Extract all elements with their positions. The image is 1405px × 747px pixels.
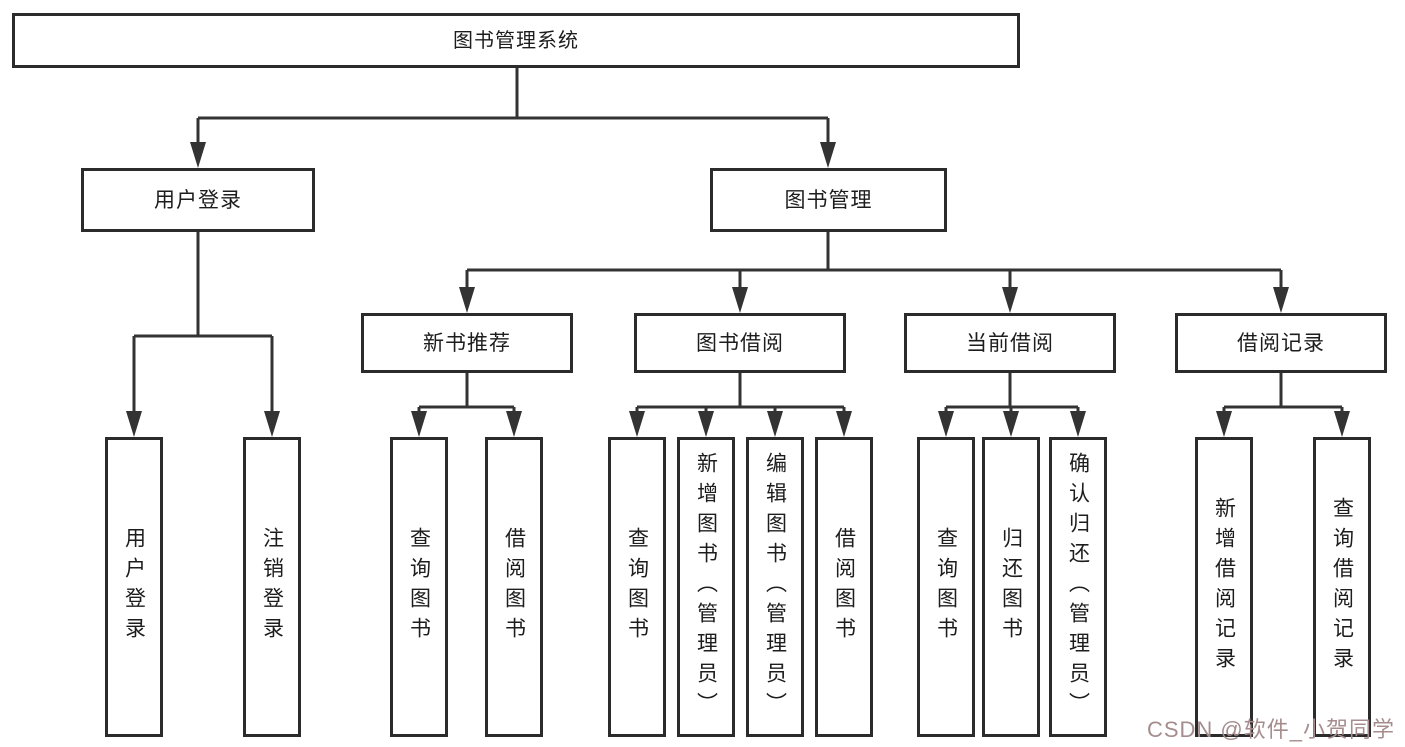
connector-root-to-level2 <box>190 68 836 168</box>
connector-book-mgmt-to-level3 <box>459 232 1289 313</box>
leaf-query-books-recommend: 查询图书 <box>390 437 448 737</box>
node-user-login: 用户登录 <box>81 168 315 232</box>
node-current-borrow: 当前借阅 <box>904 313 1116 373</box>
connector-user-login-to-leaves <box>126 232 280 437</box>
leaf-borrow-books-recommend: 借阅图书 <box>485 437 543 737</box>
leaf-borrow-books: 借阅图书 <box>815 437 873 737</box>
connector-new-book-to-leaves <box>411 373 522 437</box>
leaf-query-books-current: 查询图书 <box>917 437 975 737</box>
node-borrow-records: 借阅记录 <box>1175 313 1387 373</box>
leaf-edit-book-admin: 编辑图书（管理员） <box>746 437 804 737</box>
leaf-logout: 注销登录 <box>243 437 301 737</box>
connector-book-borrow-to-leaves <box>629 373 852 437</box>
leaf-return-book: 归还图书 <box>982 437 1040 737</box>
leaf-add-borrow-record: 新增借阅记录 <box>1195 437 1253 737</box>
node-new-book-recommend: 新书推荐 <box>361 313 573 373</box>
leaf-query-books-borrow: 查询图书 <box>608 437 666 737</box>
leaf-user-login: 用户登录 <box>105 437 163 737</box>
node-root-system: 图书管理系统 <box>12 13 1020 68</box>
leaf-confirm-return-admin: 确认归还（管理员） <box>1049 437 1107 737</box>
node-book-borrow: 图书借阅 <box>634 313 846 373</box>
leaf-query-borrow-record: 查询借阅记录 <box>1313 437 1371 737</box>
connector-borrow-records-to-leaves <box>1216 373 1350 437</box>
node-book-management: 图书管理 <box>710 168 947 232</box>
leaf-add-book-admin: 新增图书（管理员） <box>677 437 735 737</box>
connector-current-borrow-to-leaves <box>938 373 1086 437</box>
csdn-watermark: CSDN @软件_小贺同学 <box>1146 717 1395 742</box>
